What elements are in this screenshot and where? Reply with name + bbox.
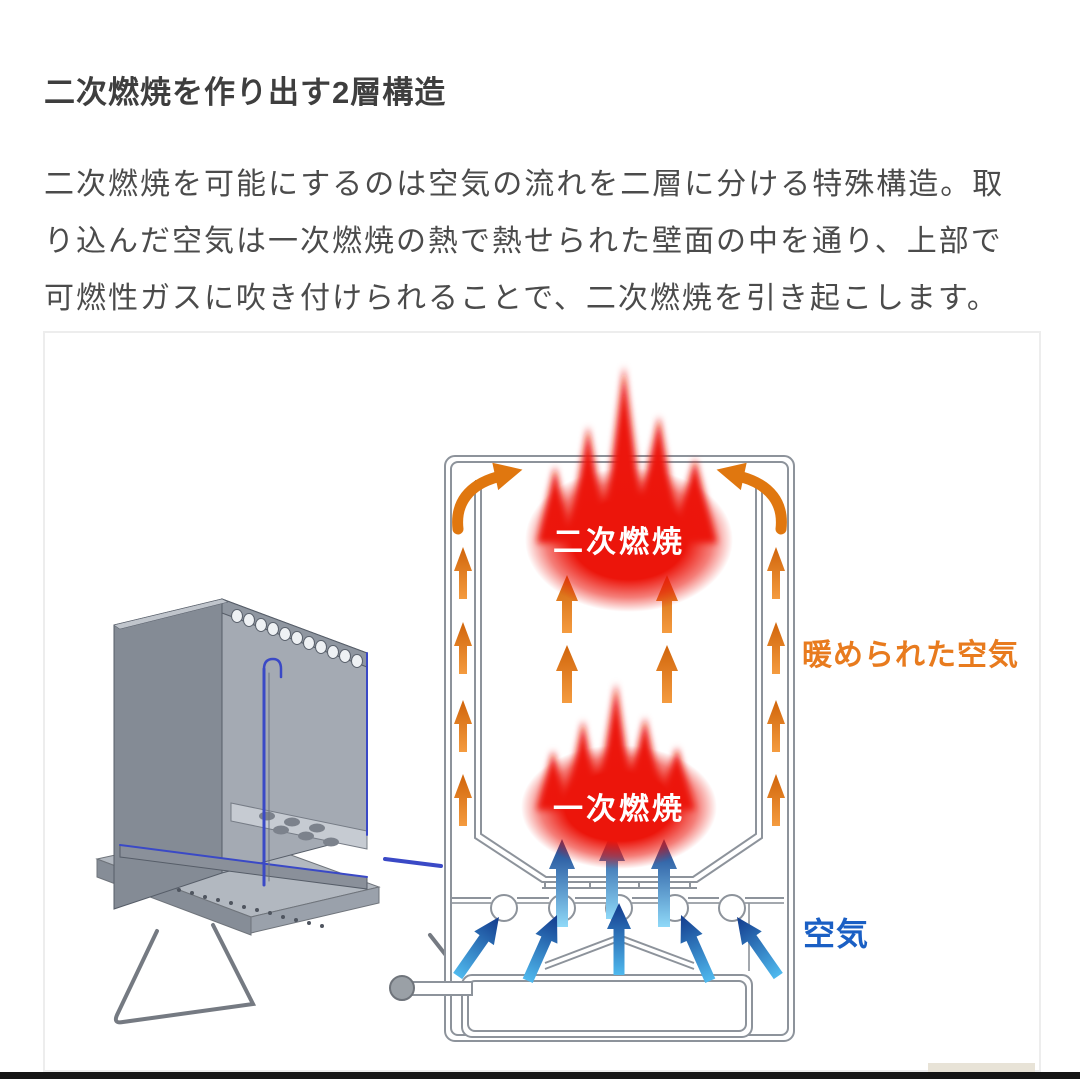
stove-legs xyxy=(113,923,487,1025)
stove-diagram-svg: 二次燃焼 一次燃焼 暖められた空気 空気 xyxy=(95,366,1019,1042)
rod-knob xyxy=(389,975,415,1001)
page-corner-tab xyxy=(928,1063,1035,1072)
secondary-combustion-flame: 二次燃焼 xyxy=(525,366,733,612)
warm-air-arrows-left xyxy=(452,462,523,826)
stove-shelf-holes xyxy=(259,811,339,847)
stove-blue-edge xyxy=(119,844,368,878)
body-text: 二次燃焼を可能にするのは空気の流れを二層に分ける特殊構造。取 り込んだ空気は一次… xyxy=(44,156,1038,327)
bottom-bar xyxy=(0,1072,1080,1079)
stove-cut-edges xyxy=(262,652,443,887)
article-section: 二次燃焼を作り出す2層構造 二次燃焼を可能にするのは空気の流れを二層に分ける特殊… xyxy=(44,0,1038,327)
stove-rim-holes xyxy=(231,609,363,668)
ash-pan-rod xyxy=(389,975,473,1001)
stove-render xyxy=(95,598,487,1025)
warm-air-curved-arrow xyxy=(452,471,503,535)
warmed-air-label: 暖められた空気 xyxy=(802,639,1019,672)
figure-image: 二次燃焼 一次燃焼 暖められた空気 空気 xyxy=(43,331,1041,1072)
body-text-line: 可燃性ガスに吹き付けられることで、二次燃焼を引き起こします。 xyxy=(44,282,999,315)
page-title: 二次燃焼を作り出す2層構造 xyxy=(44,75,447,110)
body-text-line: り込んだ空気は一次燃焼の熱で熱せられた壁面の中を通り、上部で xyxy=(44,225,1003,258)
body-text-line: 二次燃焼を可能にするのは空気の流れを二層に分ける特殊構造。取 xyxy=(44,168,1005,201)
stove-left-panel-rim xyxy=(113,598,229,630)
primary-combustion-label: 一次燃焼 xyxy=(553,793,685,826)
secondary-combustion-label: 二次燃焼 xyxy=(553,526,685,559)
air-label: 空気 xyxy=(803,916,869,952)
cross-section-diagram: 二次燃焼 一次燃焼 暖められた空気 空気 xyxy=(389,366,1019,1042)
primary-combustion-flame: 一次燃焼 xyxy=(521,683,717,869)
ash-pan xyxy=(461,974,753,1038)
warm-air-arrows-right xyxy=(716,462,787,826)
stove-base-perforations xyxy=(138,878,324,928)
warm-air-curved-arrowhead xyxy=(492,462,523,491)
stove-base-side xyxy=(250,886,380,934)
